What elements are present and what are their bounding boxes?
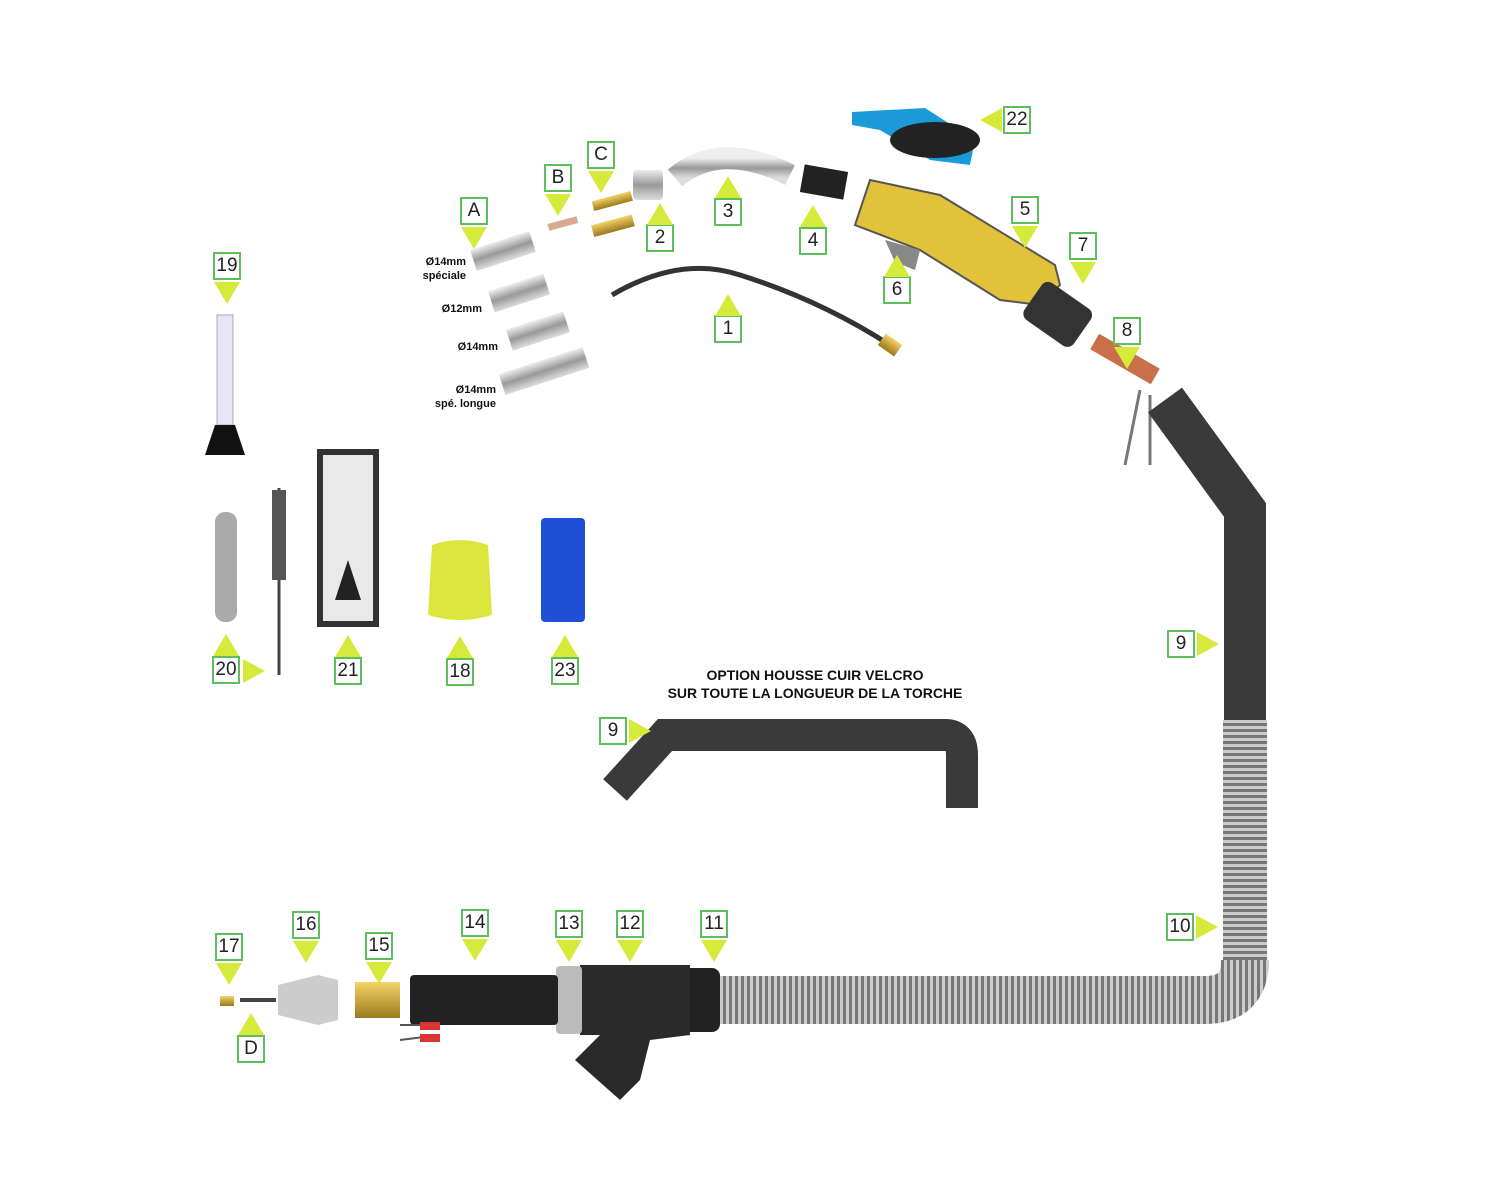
label-p22: 22 [1003, 106, 1031, 134]
part-14-sleeve [410, 975, 558, 1025]
part-3-swan-neck [667, 147, 795, 187]
arrow-down-icon [293, 941, 319, 963]
arrow-down-icon [545, 194, 571, 216]
nozzle-4-size: Ø14mm [455, 384, 496, 396]
arrow-down-icon [1070, 262, 1096, 284]
nozzle-label-2: Ø12mm [441, 303, 482, 315]
option-leather-cover [603, 719, 978, 808]
label-p19: 19 [213, 252, 241, 280]
part-c-tip-holder [591, 190, 633, 211]
nozzle-label-3: Ø14mm [457, 341, 498, 353]
arrow-down-icon [461, 227, 487, 249]
part-b-tip [547, 216, 579, 231]
arrow-down-icon [214, 282, 240, 304]
nozzle-4-type: spé. longue [434, 398, 496, 410]
arrow-right-icon [629, 719, 651, 743]
part-15-brass-connector [355, 982, 400, 1018]
arrow-left-icon [980, 108, 1002, 132]
label-b: B [544, 164, 572, 192]
label-p16: 16 [292, 911, 320, 939]
arrow-up-icon [884, 255, 910, 277]
label-p15: 15 [365, 932, 393, 960]
label-p13: 13 [555, 910, 583, 938]
part-19-gauge [216, 314, 234, 426]
arrow-down-icon [617, 940, 643, 962]
arrow-down-icon [588, 171, 614, 193]
part-18-adapter [428, 540, 492, 620]
arrow-down-icon [366, 962, 392, 984]
label-p23: 23 [551, 657, 579, 685]
part-12-body [575, 965, 690, 1100]
label-p7: 7 [1069, 232, 1097, 260]
nozzle-1-size: Ø14mm [425, 256, 466, 268]
label-p4: 4 [799, 227, 827, 255]
label-p20: 20 [212, 656, 240, 684]
label-p10: 10 [1166, 913, 1194, 941]
nozzle-label-1: Ø14mm spéciale [400, 255, 466, 283]
label-c: C [587, 141, 615, 169]
arrow-up-icon [800, 205, 826, 227]
part-22-trigger [852, 108, 980, 165]
label-p11: 11 [700, 910, 728, 938]
label-p12: 12 [616, 910, 644, 938]
label-p14: 14 [461, 909, 489, 937]
part-16-nut [278, 975, 338, 1025]
arrow-down-icon [216, 963, 242, 985]
option-text: OPTION HOUSSE CUIR VELCRO SUR TOUTE LA LO… [640, 666, 990, 702]
part-13-ring [556, 966, 582, 1034]
part-10-hose-bend [700, 958, 1269, 1024]
label-d: D [237, 1035, 265, 1063]
arrow-down-icon [556, 940, 582, 962]
label-a: A [460, 197, 488, 225]
part-4-nut [799, 164, 849, 200]
label-p18: 18 [446, 658, 474, 686]
part-c-tip-holder-2 [591, 214, 635, 237]
arrow-right-icon [243, 659, 265, 683]
label-p9b: 9 [599, 717, 627, 745]
arrow-up-icon [447, 636, 473, 658]
nozzles [470, 230, 590, 396]
part-d-pin [240, 998, 276, 1002]
label-p6: 6 [883, 276, 911, 304]
label-p9: 9 [1167, 630, 1195, 658]
option-line-1: OPTION HOUSSE CUIR VELCRO [706, 667, 924, 683]
arrow-up-icon [647, 203, 673, 225]
part-9-leather-cover [1148, 387, 1266, 720]
label-p3: 3 [714, 198, 742, 226]
option-line-2: SUR TOUTE LA LONGUEUR DE LA TORCHE [667, 685, 963, 701]
arrow-down-icon [701, 940, 727, 962]
arrow-right-icon [1196, 915, 1218, 939]
arrow-right-icon [1197, 632, 1219, 656]
part-23-blue-part [541, 518, 585, 622]
arrow-up-icon [715, 294, 741, 316]
label-p21: 21 [334, 657, 362, 685]
arrow-down-icon [1012, 226, 1038, 248]
arrow-up-icon [213, 634, 239, 656]
label-p2: 2 [646, 224, 674, 252]
arrow-up-icon [335, 635, 361, 657]
part-2-sleeve [633, 170, 663, 200]
arrow-up-icon [238, 1013, 264, 1035]
arrow-down-icon [1114, 347, 1140, 369]
label-p17: 17 [215, 933, 243, 961]
arrow-up-icon [715, 176, 741, 198]
nozzle-label-4: Ø14mm spé. longue [410, 383, 496, 411]
part-17-tip [220, 996, 234, 1006]
label-p8: 8 [1113, 317, 1141, 345]
arrow-down-icon [462, 939, 488, 961]
part-20-key [215, 512, 237, 622]
part-1-liner [610, 265, 892, 348]
label-p1: 1 [714, 315, 742, 343]
nozzle-1-type: spéciale [422, 270, 466, 282]
label-p5: 5 [1011, 196, 1039, 224]
arrow-up-icon [552, 635, 578, 657]
part-7-ring [1023, 281, 1093, 347]
